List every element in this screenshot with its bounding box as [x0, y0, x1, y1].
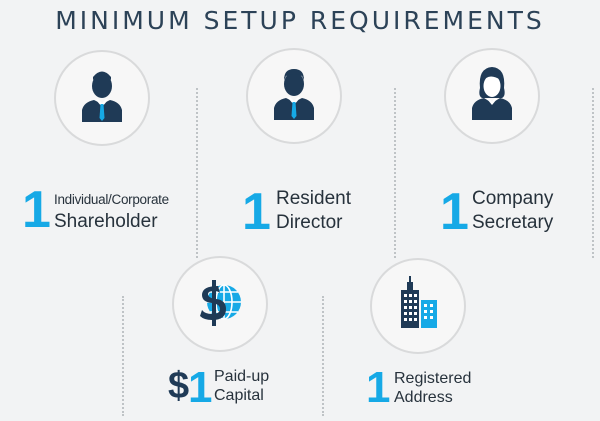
label-line-1: Resident [276, 188, 351, 209]
label-line-2: Director [276, 211, 343, 233]
icon-circle [370, 258, 466, 354]
label-line-2: Secretary [472, 211, 554, 233]
icon-circle [444, 48, 540, 144]
icon-circle [172, 256, 268, 352]
requirement-label: Paid-up Capital [214, 368, 269, 406]
label-line-1: Company [472, 188, 554, 209]
requirement-label: Resident Director [276, 188, 351, 234]
label-line-2: Shareholder [54, 210, 158, 232]
count-number: 1 [188, 363, 213, 412]
divider [196, 88, 198, 258]
label-line-2: Capital [214, 387, 264, 405]
businessman-icon [82, 71, 122, 122]
icon-circle [54, 50, 150, 146]
label-line-1: Individual/Corporate [54, 192, 169, 207]
requirement-label: Individual/Corporate Shareholder [54, 192, 169, 232]
dollar-globe-icon [200, 280, 241, 326]
currency-symbol: $ [168, 365, 190, 407]
director-icon [274, 69, 314, 120]
count-number: 1 [440, 183, 469, 241]
icon-circle [246, 48, 342, 144]
page-title: MINIMUM SETUP REQUIREMENTS [55, 6, 545, 35]
count-number: 1 [22, 181, 51, 239]
requirement-label: Company Secretary [472, 188, 553, 234]
count-number: 1 [366, 363, 391, 412]
divider [322, 296, 324, 416]
count-number: 1 [242, 183, 271, 241]
divider [394, 88, 396, 258]
label-line-2: Address [394, 389, 453, 407]
label-line-1: Registered [394, 370, 472, 387]
requirement-label: Registered Address [394, 370, 471, 408]
divider [122, 296, 124, 416]
office-building-icon [401, 276, 437, 328]
label-line-1: Paid-up [214, 368, 270, 385]
divider [592, 88, 594, 258]
businesswoman-icon [472, 67, 512, 120]
